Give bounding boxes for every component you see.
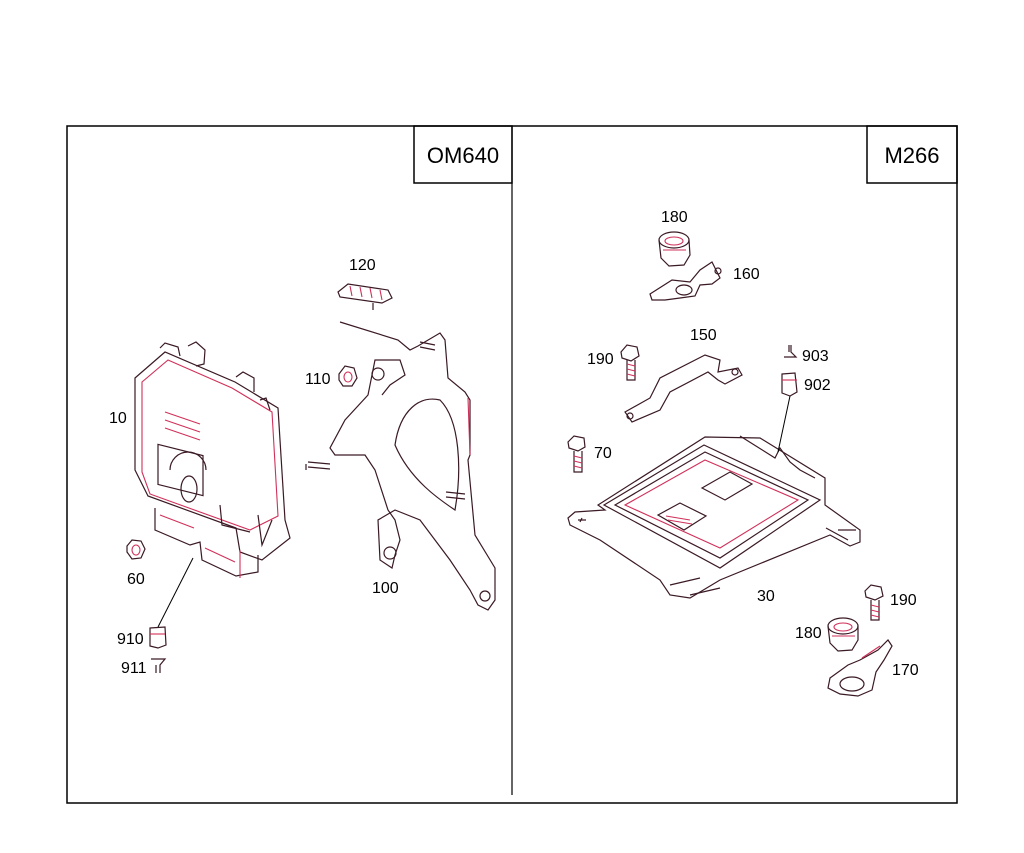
part-911-pin[interactable] — [151, 658, 167, 673]
panel-right-title: M266 — [884, 143, 939, 168]
leader-902 — [777, 395, 791, 453]
part-70-bolt[interactable] — [567, 435, 586, 473]
panel-left-title: OM640 — [427, 143, 499, 168]
leader-910 — [157, 557, 194, 628]
callout-120: 120 — [349, 257, 376, 274]
callout-10: 10 — [109, 410, 127, 427]
part-100-bracket[interactable] — [305, 321, 496, 611]
callout-902: 902 — [804, 377, 831, 394]
part-170-bracket[interactable] — [827, 639, 893, 697]
part-150-bracket[interactable] — [624, 354, 743, 423]
callout-911: 911 — [121, 660, 147, 677]
part-30-control-unit[interactable] — [567, 435, 861, 599]
part-190-bolt-lower[interactable] — [864, 584, 884, 621]
part-902-connector[interactable] — [781, 372, 798, 397]
callout-170: 170 — [892, 662, 919, 679]
panel-left-header: OM640 — [413, 125, 513, 184]
part-180-grommet-lower[interactable] — [827, 617, 859, 652]
callout-150: 150 — [690, 327, 717, 344]
callout-910: 910 — [117, 631, 144, 648]
callout-100: 100 — [372, 580, 399, 597]
callout-190-upper: 190 — [587, 351, 614, 368]
callout-180-lower: 180 — [795, 625, 822, 642]
callout-30: 30 — [757, 588, 775, 605]
part-160-bracket[interactable] — [649, 261, 722, 301]
callout-180-upper: 180 — [661, 209, 688, 226]
part-190-bolt-upper[interactable] — [620, 344, 640, 381]
callout-110: 110 — [305, 371, 331, 388]
callout-903: 903 — [802, 348, 829, 365]
callout-190-lower: 190 — [890, 592, 917, 609]
callout-60: 60 — [127, 571, 145, 588]
part-10-control-unit[interactable] — [134, 341, 291, 578]
callout-70: 70 — [594, 445, 612, 462]
part-910-connector[interactable] — [149, 626, 167, 649]
callout-160: 160 — [733, 266, 760, 283]
part-903-pin[interactable] — [784, 345, 798, 358]
part-60-nut[interactable] — [126, 539, 146, 560]
part-120-clip[interactable] — [337, 283, 393, 310]
part-180-grommet-upper[interactable] — [658, 231, 691, 267]
part-110-nut[interactable] — [338, 365, 358, 387]
panel-right-header: M266 — [866, 125, 958, 184]
